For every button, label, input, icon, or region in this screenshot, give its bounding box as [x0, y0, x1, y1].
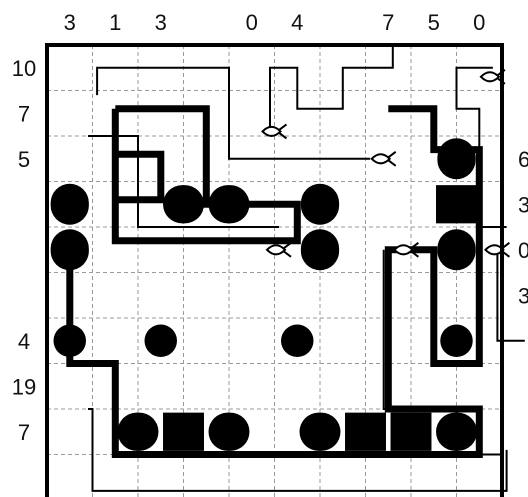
thin-path	[455, 66, 507, 228]
left-clue: 19	[12, 374, 36, 399]
left-clue: 4	[18, 329, 30, 354]
black-pill-h	[299, 412, 341, 451]
top-clue: 0	[473, 10, 485, 35]
black-pill-v	[437, 138, 476, 180]
black-pill-v	[300, 183, 340, 225]
left-clue: 5	[18, 147, 30, 172]
shaded-cell-layer	[50, 138, 477, 451]
fish-icon	[265, 242, 292, 258]
fish-icon	[261, 123, 288, 140]
right-clue: 3	[518, 283, 528, 308]
black-pill-v	[50, 183, 89, 225]
top-clue: 3	[64, 10, 76, 35]
top-clue: 0	[246, 10, 258, 35]
thin-path	[88, 408, 508, 492]
black-pill-h	[208, 412, 250, 451]
fish-icon	[483, 242, 510, 258]
fish-layer	[261, 69, 510, 258]
right-clue: 3	[518, 192, 528, 217]
black-square	[436, 185, 477, 224]
fish-icon	[370, 151, 397, 167]
board-frame	[45, 43, 504, 497]
black-square	[163, 412, 204, 451]
thin-path	[496, 249, 525, 342]
black-circle	[144, 324, 177, 357]
black-pill-h	[436, 412, 477, 451]
black-pill-v	[437, 229, 476, 271]
fish-icon	[392, 242, 419, 258]
thick-loop-layer	[66, 105, 483, 458]
right-clue: 6	[518, 147, 528, 172]
thick-loop	[66, 105, 483, 458]
left-clue: 7	[18, 420, 30, 445]
black-pill-v	[50, 229, 89, 271]
top-clue: 5	[428, 10, 440, 35]
thin-path	[269, 45, 394, 132]
black-pill-v	[300, 229, 340, 271]
top-clue: 4	[291, 10, 303, 35]
top-clue: 7	[382, 10, 394, 35]
black-square	[390, 412, 432, 451]
right-clue: 0	[518, 238, 528, 263]
black-pill-h	[163, 185, 204, 224]
left-clue: 7	[18, 101, 30, 126]
black-square	[345, 412, 386, 451]
thick-loop	[111, 105, 301, 245]
black-pill-h	[117, 412, 159, 451]
top-clue: 1	[109, 10, 121, 35]
black-circle	[281, 324, 314, 357]
thin-path	[96, 66, 371, 160]
clue-layer: 3 1 3 0 4 7 5 0 10 7 5 4 19 7 6 3 0 3	[12, 10, 528, 445]
left-clue: 10	[12, 56, 36, 81]
black-circle	[440, 324, 473, 357]
top-clue: 3	[155, 10, 167, 35]
